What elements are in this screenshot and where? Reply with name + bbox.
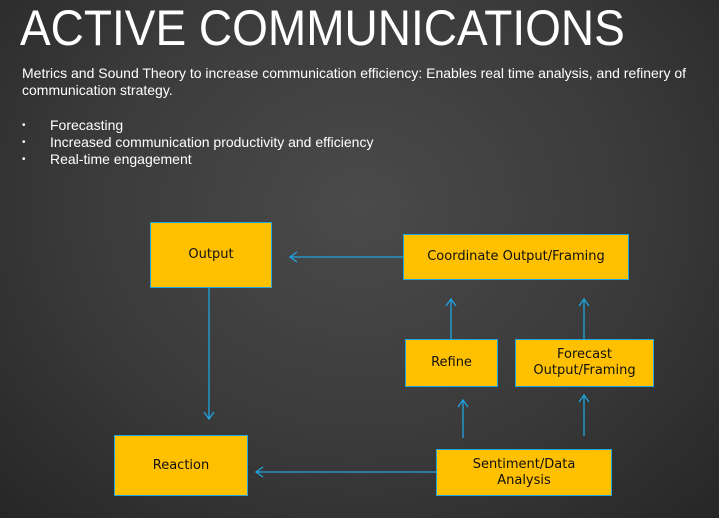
bullet-item: • Real-time engagement xyxy=(22,151,373,168)
arrow-sentiment-to-reaction xyxy=(254,466,436,478)
arrow-forecast-to-coordinate xyxy=(578,297,590,339)
bullet-item: • Forecasting xyxy=(22,117,373,134)
bullet-icon: • xyxy=(22,120,26,131)
reaction-box: Reaction xyxy=(114,435,248,496)
intro-text: Metrics and Sound Theory to increase com… xyxy=(22,65,687,98)
bullet-icon: • xyxy=(22,137,26,148)
slide-title: ACTIVE COMMUNICATIONS xyxy=(20,0,625,56)
arrow-output-to-reaction xyxy=(203,287,215,421)
arrow-coordinate-to-output xyxy=(288,251,403,263)
coordinate-box: Coordinate Output/Framing xyxy=(403,234,629,280)
bullet-icon: • xyxy=(22,154,26,165)
bullet-list: • Forecasting • Increased communication pr… xyxy=(22,117,373,168)
sentiment-box: Sentiment/Data Analysis xyxy=(436,449,612,496)
arrow-sentiment-to-refine xyxy=(457,398,469,438)
forecast-box: Forecast Output/Framing xyxy=(515,339,654,387)
output-box: Output xyxy=(150,222,272,288)
refine-box: Refine xyxy=(405,339,498,387)
bullet-item: • Increased communication productivity an… xyxy=(22,134,373,151)
bullet-text: Forecasting xyxy=(50,117,124,133)
bullet-text: Real-time engagement xyxy=(50,151,192,167)
arrow-sentiment-to-forecast xyxy=(578,393,590,436)
bullet-text: Increased communication productivity and… xyxy=(50,134,374,150)
arrow-refine-to-coordinate xyxy=(445,297,457,339)
